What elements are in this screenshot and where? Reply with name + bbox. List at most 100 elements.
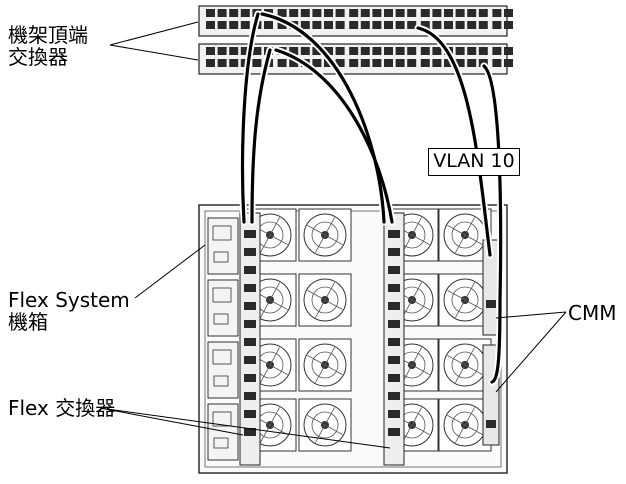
fan-icon (438, 273, 492, 327)
power-supply (207, 279, 239, 337)
switch-port (407, 21, 417, 29)
flex-switch-port (388, 248, 400, 256)
switch-port (467, 9, 477, 17)
switch-port (349, 9, 359, 17)
switch-port (277, 59, 287, 67)
switch-port (467, 59, 477, 67)
switch-port (206, 9, 215, 17)
switch-port (504, 59, 513, 67)
switch-port (206, 21, 215, 29)
flex-switch-port (388, 410, 400, 418)
switch-port (252, 47, 262, 55)
flex-switch-port (244, 302, 256, 310)
switch-port (372, 47, 382, 55)
power-supply (207, 217, 239, 275)
flex-switch-port (244, 338, 256, 346)
switch-port (384, 47, 393, 55)
tor-switch-label-line2: 交換器 (8, 45, 68, 69)
switch-port (312, 9, 322, 17)
fan-icon (298, 208, 352, 262)
switch-port (312, 59, 322, 67)
switch-port (217, 47, 227, 55)
flex-switch-module-1 (239, 212, 261, 466)
flex-switch-port (388, 230, 400, 238)
flex-switch-port (388, 356, 400, 364)
cables (239, 10, 505, 386)
fan-icon (298, 338, 352, 392)
switch-port (455, 21, 465, 29)
switch-port (349, 21, 359, 29)
switch-port (432, 59, 442, 67)
switch-port (420, 21, 430, 29)
cmm-label: CMM (568, 301, 617, 325)
tor-switch-1-ports (206, 9, 513, 29)
flex-switch-port (388, 338, 400, 346)
switch-port (229, 47, 239, 55)
switch-port (395, 21, 405, 29)
switch-port (420, 47, 430, 55)
switch-port (324, 47, 333, 55)
flex-chassis (198, 204, 508, 474)
switch-port (217, 21, 227, 29)
switch-port (455, 9, 465, 17)
switch-port (467, 47, 477, 55)
switch-port (372, 9, 382, 17)
switch-port (252, 59, 262, 67)
switch-port (360, 21, 370, 29)
flex-switch-port (388, 392, 400, 400)
switch-port (360, 47, 370, 55)
flex-switch-port (388, 302, 400, 310)
tor-switch-label-line1: 機架頂端 (8, 23, 88, 47)
switch-port (407, 9, 417, 17)
switch-port (372, 21, 382, 29)
callout-lines (99, 21, 567, 449)
flex-switch-port (244, 428, 256, 436)
switch-port (349, 47, 359, 55)
switch-port (300, 47, 310, 55)
switch-port (277, 21, 287, 29)
switch-port (335, 9, 345, 17)
switch-port (229, 21, 239, 29)
switch-port (420, 59, 430, 67)
flex-switch-port (388, 374, 400, 382)
switch-port (492, 47, 502, 55)
switch-port (324, 21, 333, 29)
switch-port (217, 9, 227, 17)
switch-port (240, 21, 250, 29)
power-supply (207, 403, 239, 461)
switch-port (206, 59, 215, 67)
flex-switch-port (388, 428, 400, 436)
flex-switch-port (244, 410, 256, 418)
switch-port (217, 59, 227, 67)
chassis-label-line2: 機箱 (8, 310, 48, 334)
switch-port (432, 47, 442, 55)
tor-switch-2-ports (206, 47, 513, 67)
switch-port (289, 59, 299, 67)
flex-switch-module-2 (383, 212, 405, 466)
switch-port (432, 21, 442, 29)
switch-port (395, 59, 405, 67)
fan-icon (438, 398, 492, 452)
fan-icon (298, 398, 352, 452)
switch-port (349, 59, 359, 67)
switch-port (492, 9, 502, 17)
switch-port (289, 47, 299, 55)
switch-port (395, 9, 405, 17)
switch-port (444, 9, 453, 17)
switch-port (504, 21, 513, 29)
switch-port (312, 47, 322, 55)
flex-switch-port (244, 284, 256, 292)
switch-port (240, 47, 250, 55)
switch-port (478, 9, 488, 17)
flex-switch-label: Flex 交換器 (8, 396, 116, 420)
switch-port (444, 21, 453, 29)
switch-port (360, 59, 370, 67)
switch-port (420, 9, 430, 17)
switch-port (395, 47, 405, 55)
fan-icon (438, 338, 492, 392)
switch-port (407, 47, 417, 55)
switch-port (467, 21, 477, 29)
switch-port (384, 21, 393, 29)
